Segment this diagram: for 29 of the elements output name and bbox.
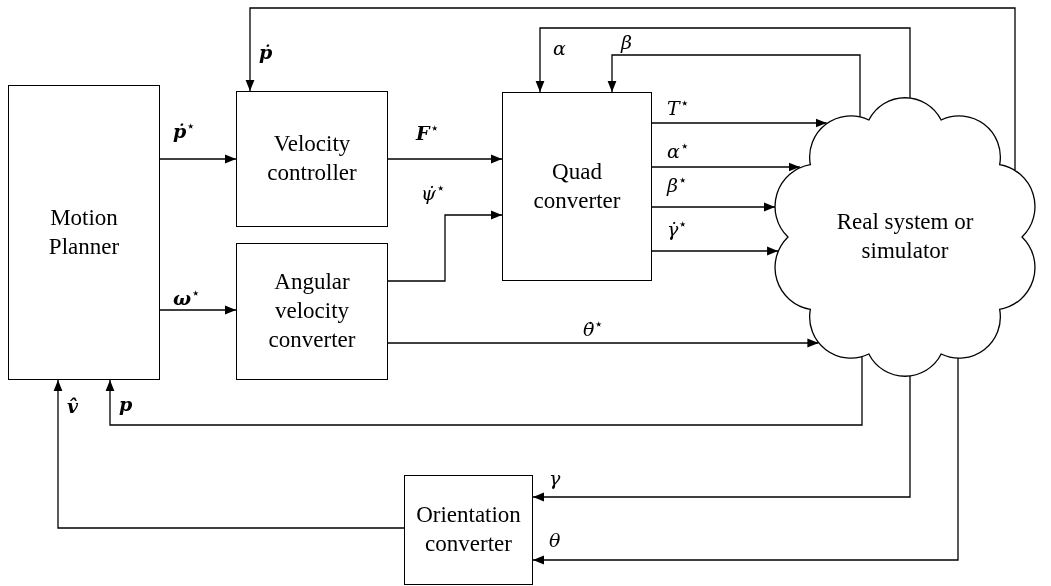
arrow [105,356,863,426]
node-label: Angular velocity converter [267,268,357,354]
arrow [245,7,1016,171]
arrow [651,246,779,256]
arrow [535,27,911,99]
process-box [236,243,388,380]
edge-label: β [620,32,633,53]
arrow [532,375,911,502]
arrow [159,305,237,315]
arrow [387,338,819,348]
arrow [387,154,503,164]
process-box [8,85,160,380]
arrow [607,54,861,118]
arrow [387,210,503,282]
arrow [651,118,828,128]
arrow [651,162,801,172]
process-box [236,91,388,227]
arrow [159,154,237,164]
arrow [532,357,959,565]
node-label: Motion Planner [47,203,121,261]
process-box [404,475,533,585]
arrow [651,202,776,212]
node-label: Real system or simulator [835,208,975,265]
node-label: Quad converter [532,157,622,215]
arrow [53,379,405,529]
node-label: Orientation converter [415,501,522,558]
node-label: Velocity controller [266,130,358,187]
edge-label: ṗ [258,42,274,63]
process-box [502,92,652,281]
